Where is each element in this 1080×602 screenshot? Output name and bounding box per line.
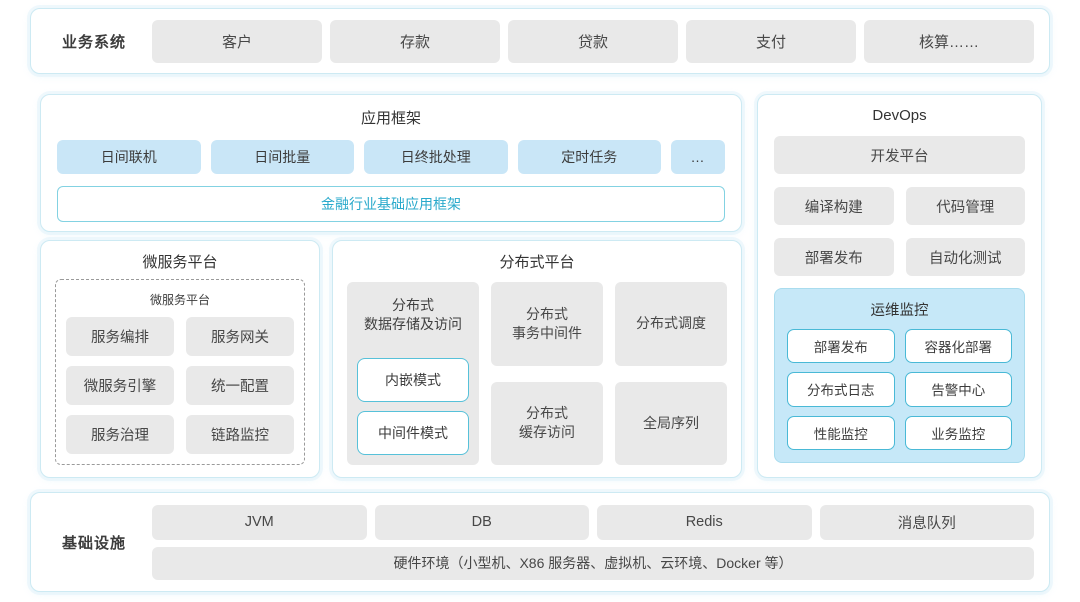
middle-left-column: 应用框架 日间联机 日间批量 日终批处理 定时任务 … 金融行业基础应用框架 微…: [40, 94, 742, 478]
dev-platform-box: 开发平台: [774, 136, 1025, 174]
distributed-panel: 分布式平台 分布式 数据存储及访问 内嵌模式 中间件模式 分布式 事务中间件 分…: [332, 240, 742, 478]
automated-testing-box: 自动化测试: [905, 238, 1025, 276]
ms-service-governance: 服务治理: [66, 415, 174, 454]
code-management-box: 代码管理: [905, 187, 1025, 225]
business-systems-boxes: 客户 存款 贷款 支付 核算……: [152, 19, 1034, 63]
infrastructure-boxes: JVM DB Redis 消息队列: [152, 504, 1034, 540]
ms-microservice-engine: 微服务引擎: [66, 366, 174, 405]
distributed-cache-box: 分布式 缓存访问: [491, 381, 603, 465]
ops-distributed-log: 分布式日志: [787, 372, 895, 407]
infra-jvm: JVM: [152, 504, 367, 540]
ops-performance-monitor: 性能监控: [787, 415, 895, 450]
module-daytime-online: 日间联机: [57, 140, 201, 174]
distributed-right-column: 分布式调度 全局序列: [615, 282, 727, 465]
finance-base-framework: 金融行业基础应用框架: [57, 186, 725, 222]
business-item-loan: 贷款: [508, 19, 678, 63]
infrastructure-panel: 基础设施 JVM DB Redis 消息队列 硬件环境（小型机、X86 服务器、…: [30, 492, 1050, 592]
ops-monitor-grid: 部署发布 容器化部署 分布式日志 告警中心 性能监控 业务监控: [787, 329, 1012, 450]
ops-monitor-panel: 运维监控 部署发布 容器化部署 分布式日志 告警中心 性能监控 业务监控: [774, 288, 1025, 463]
module-scheduled-task: 定时任务: [517, 140, 661, 174]
ops-container-deploy: 容器化部署: [904, 329, 1012, 364]
platforms-row: 微服务平台 微服务平台 服务编排 服务网关 微服务引擎 统一配置 服务治理 链路…: [40, 240, 742, 478]
distributed-middle-column: 分布式 事务中间件 分布式 缓存访问: [491, 282, 603, 465]
business-systems-label: 业务系统: [61, 33, 126, 51]
infra-redis: Redis: [597, 504, 812, 540]
build-box: 编译构建: [774, 187, 894, 225]
app-framework-modules: 日间联机 日间批量 日终批处理 定时任务 …: [57, 140, 725, 174]
ops-alert-center: 告警中心: [904, 372, 1012, 407]
app-framework-title: 应用框架: [360, 110, 421, 127]
module-eod-batch: 日终批处理: [364, 140, 508, 174]
microservice-inner-box: 微服务平台 服务编排 服务网关 微服务引擎 统一配置 服务治理 链路监控: [55, 279, 305, 465]
business-item-payment: 支付: [686, 19, 856, 63]
ms-service-gateway: 服务网关: [186, 317, 294, 356]
module-daytime-batch: 日间批量: [210, 140, 354, 174]
devops-title: DevOps: [872, 107, 927, 124]
microservice-panel: 微服务平台 微服务平台 服务编排 服务网关 微服务引擎 统一配置 服务治理 链路…: [40, 240, 320, 478]
infrastructure-content: JVM DB Redis 消息队列 硬件环境（小型机、X86 服务器、虚拟机、云…: [152, 504, 1034, 580]
distributed-storage-title: 分布式 数据存储及访问: [364, 297, 462, 332]
infra-message-queue: 消息队列: [819, 504, 1034, 540]
distributed-body: 分布式 数据存储及访问 内嵌模式 中间件模式 分布式 事务中间件 分布式 缓存访…: [347, 282, 727, 465]
ms-tracing-monitor: 链路监控: [186, 415, 294, 454]
ops-deploy-release: 部署发布: [787, 329, 895, 364]
devops-tools-grid: 编译构建 代码管理 部署发布 自动化测试: [774, 187, 1025, 276]
infrastructure-label: 基础设施: [61, 534, 126, 552]
embedded-mode-box: 内嵌模式: [357, 358, 469, 402]
microservice-grid: 服务编排 服务网关 微服务引擎 统一配置 服务治理 链路监控: [66, 317, 294, 454]
middleware-mode-box: 中间件模式: [357, 411, 469, 455]
middle-section: 应用框架 日间联机 日间批量 日终批处理 定时任务 … 金融行业基础应用框架 微…: [30, 94, 1050, 478]
module-more: …: [671, 140, 725, 174]
distributed-scheduling-box: 分布式调度: [615, 282, 727, 366]
distributed-transaction-box: 分布式 事务中间件: [491, 282, 603, 366]
business-item-customer: 客户: [152, 19, 322, 63]
distributed-storage-box: 分布式 数据存储及访问 内嵌模式 中间件模式: [347, 282, 479, 465]
spacer: [357, 334, 469, 349]
infra-db: DB: [374, 504, 589, 540]
ops-monitor-title: 运维监控: [870, 303, 929, 319]
microservice-title: 微服务平台: [142, 254, 218, 271]
devops-panel: DevOps 开发平台 编译构建 代码管理 部署发布 自动化测试 运维监控 部署…: [757, 94, 1042, 478]
business-item-accounting: 核算……: [864, 19, 1034, 63]
distributed-title: 分布式平台: [499, 254, 575, 271]
ms-service-orchestration: 服务编排: [66, 317, 174, 356]
microservice-inner-title: 微服务平台: [149, 293, 210, 307]
business-item-deposit: 存款: [330, 19, 500, 63]
business-systems-panel: 业务系统 客户 存款 贷款 支付 核算……: [30, 8, 1050, 74]
hardware-environment-box: 硬件环境（小型机、X86 服务器、虚拟机、云环境、Docker 等）: [152, 546, 1034, 580]
app-framework-panel: 应用框架 日间联机 日间批量 日终批处理 定时任务 … 金融行业基础应用框架: [40, 94, 742, 232]
global-sequence-box: 全局序列: [615, 381, 727, 465]
ops-business-monitor: 业务监控: [904, 415, 1012, 450]
deploy-release-box: 部署发布: [774, 238, 894, 276]
ms-unified-config: 统一配置: [186, 366, 294, 405]
